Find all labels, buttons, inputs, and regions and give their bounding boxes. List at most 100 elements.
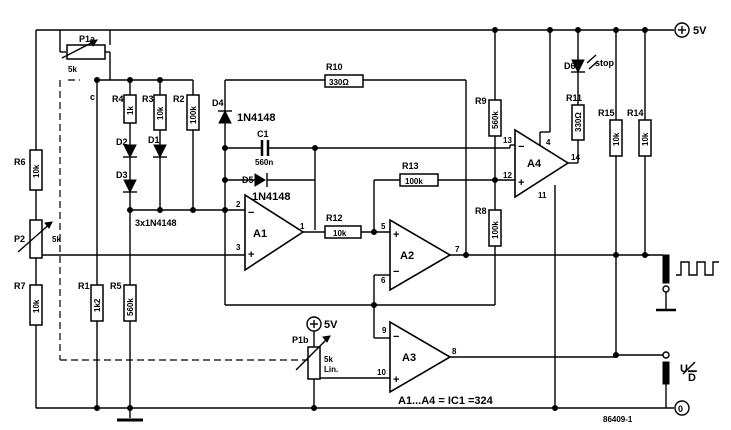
svg-text:5V: 5V <box>324 319 338 331</box>
p1a-net <box>96 79 193 285</box>
svg-text:P2: P2 <box>14 234 25 244</box>
svg-text:c: c <box>90 92 95 102</box>
svg-text:D5: D5 <box>242 175 254 185</box>
ground-terminal: 0 <box>674 400 690 416</box>
a4-section: R9 560k R8 100k A4 − + 13 12 14 4 11 <box>475 27 580 411</box>
svg-text:100k: 100k <box>189 106 198 124</box>
diode-ladder: R4 1k D2 D3 R3 10k D1 R2 100k 3x1N4148 <box>94 77 245 285</box>
svg-text:10k: 10k <box>333 229 347 238</box>
svg-text:3x1N4148: 3x1N4148 <box>135 218 177 228</box>
bottom-resistors: R1 1k2 R5 560k <box>78 281 143 422</box>
svg-text:+: + <box>518 177 524 189</box>
pot-p1b: 5V P1b 5k Lin. <box>292 316 338 411</box>
output-square-wave <box>645 254 719 312</box>
svg-text:P1b: P1b <box>292 335 309 345</box>
svg-text:13: 13 <box>503 136 512 145</box>
svg-text:5: 5 <box>381 222 386 231</box>
stop-led: D6 stop R11 330Ω <box>564 27 615 141</box>
svg-text:3: 3 <box>236 243 241 252</box>
svg-text:R1: R1 <box>78 281 90 291</box>
pot-p1a: P1a 5k c <box>59 30 308 361</box>
svg-text:10k: 10k <box>641 132 650 146</box>
svg-text:D2: D2 <box>116 137 128 147</box>
svg-text:6: 6 <box>381 276 386 285</box>
svg-text:100k: 100k <box>405 177 423 186</box>
svg-text:10k: 10k <box>612 132 621 146</box>
svg-text:8: 8 <box>452 347 457 356</box>
opamp-a1: A1 − + 2 3 1 <box>236 193 325 272</box>
svg-text:R7: R7 <box>14 281 26 291</box>
svg-text:11: 11 <box>538 191 547 200</box>
svg-text:10k: 10k <box>32 299 41 313</box>
svg-text:D4: D4 <box>212 98 224 108</box>
svg-text:9: 9 <box>382 326 387 335</box>
svg-text:1k2: 1k2 <box>93 298 102 312</box>
resistor-r12: R12 10k <box>324 213 390 239</box>
svg-text:D: D <box>688 372 696 384</box>
ground-label: 0 <box>678 404 683 414</box>
supply-terminal: 5V <box>674 22 707 38</box>
opamp-a3: A3 − + 9 10 8 <box>327 305 619 394</box>
svg-text:A3: A3 <box>402 352 416 364</box>
svg-text:1N4148: 1N4148 <box>237 112 276 124</box>
svg-text:5k: 5k <box>324 355 333 364</box>
svg-text:C1: C1 <box>257 129 269 139</box>
svg-text:5k: 5k <box>52 235 61 244</box>
svg-text:stop: stop <box>595 58 615 68</box>
svg-text:1k: 1k <box>126 106 135 115</box>
svg-text:Lin.: Lin. <box>324 365 338 374</box>
drawing-id: 86409-1 <box>603 415 633 424</box>
svg-text:330Ω: 330Ω <box>329 78 349 87</box>
svg-text:R3: R3 <box>142 94 154 104</box>
svg-text:R10: R10 <box>326 62 343 72</box>
svg-text:−: − <box>393 331 399 343</box>
svg-text:4: 4 <box>546 138 551 147</box>
svg-text:R14: R14 <box>627 108 644 118</box>
svg-text:R5: R5 <box>110 281 122 291</box>
svg-text:10: 10 <box>377 368 386 377</box>
svg-text:+: + <box>248 249 254 261</box>
svg-text:7: 7 <box>455 245 460 254</box>
svg-text:100k: 100k <box>491 221 500 239</box>
pullups: R15 10k R14 10k <box>598 27 652 355</box>
svg-text:D1: D1 <box>148 135 160 145</box>
svg-text:R2: R2 <box>173 94 185 104</box>
svg-text:330Ω: 330Ω <box>574 112 583 132</box>
svg-text:1: 1 <box>300 222 305 231</box>
svg-text:14: 14 <box>571 153 580 162</box>
left-column: R6 10k P2 5k R7 10k <box>14 30 246 408</box>
svg-text:R9: R9 <box>475 96 487 106</box>
a1-feedback: D4 1N4148 R10 330Ω C1 560n D5 1N4148 <box>212 62 510 255</box>
svg-text:R6: R6 <box>14 157 26 167</box>
svg-text:R15: R15 <box>598 108 615 118</box>
svg-text:R4: R4 <box>112 94 124 104</box>
supply-label: 5V <box>693 25 707 37</box>
svg-text:560k: 560k <box>126 298 135 316</box>
svg-text:U: U <box>680 363 688 375</box>
svg-text:560k: 560k <box>491 111 500 129</box>
svg-text:5k: 5k <box>68 65 77 74</box>
svg-text:A4: A4 <box>527 158 542 170</box>
svg-text:560n: 560n <box>255 158 273 167</box>
svg-text:−: − <box>248 207 254 219</box>
svg-text:+: + <box>393 374 399 386</box>
svg-text:D3: D3 <box>116 170 128 180</box>
svg-text:10k: 10k <box>156 106 165 120</box>
svg-text:12: 12 <box>503 171 512 180</box>
svg-text:1N4148: 1N4148 <box>252 191 291 203</box>
svg-text:R11: R11 <box>566 93 582 103</box>
svg-text:R12: R12 <box>326 213 343 223</box>
ic-note: A1...A4 = IC1 =324 <box>398 395 494 407</box>
svg-text:P1a: P1a <box>79 34 96 44</box>
svg-text:R13: R13 <box>402 161 419 171</box>
svg-text:−: − <box>518 141 524 153</box>
svg-text:2: 2 <box>236 200 241 209</box>
output-updown: U D <box>616 351 697 408</box>
svg-text:D6: D6 <box>564 61 576 71</box>
svg-text:A2: A2 <box>400 250 414 262</box>
svg-text:A1: A1 <box>253 228 267 240</box>
svg-text:−: − <box>393 266 399 278</box>
svg-text:R8: R8 <box>475 206 487 216</box>
